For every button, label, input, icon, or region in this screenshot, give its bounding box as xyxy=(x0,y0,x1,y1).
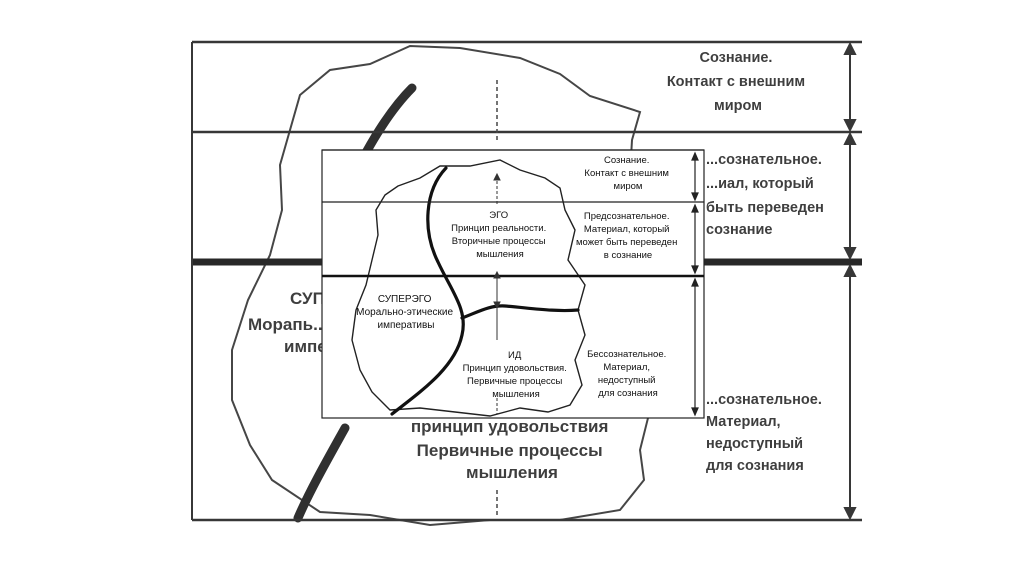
inset-mind-outline xyxy=(351,159,586,417)
inset-conscious-label: Сознание. Контакт с внешним миром xyxy=(584,155,671,192)
inset-ego-curve xyxy=(390,166,465,416)
inset-preconscious-label: Предсознательное. Материал, который може… xyxy=(576,211,680,261)
inset-id-label: ИД Принцип удовольствия. Первичные проце… xyxy=(463,350,570,400)
inset-unconscious-label: Бессознательное. Материал, недоступный д… xyxy=(587,349,669,399)
inset-center-arrow xyxy=(493,172,501,414)
bg-id-label: принцип удовольствия Первичные процессы … xyxy=(411,417,613,482)
bg-preconscious-label: ...сознательное. ...иал, который быть пе… xyxy=(706,152,828,238)
inset-id-curve xyxy=(460,304,580,320)
inset-diagram: Сознание. Контакт с внешним миром Предсо… xyxy=(321,149,705,419)
bg-mind-outline xyxy=(231,44,652,527)
inset-ego-label: ЭГО Принцип реальности. Вторичные процес… xyxy=(451,210,549,260)
bg-level-arrows xyxy=(843,41,857,521)
inset-superego-label: СУПЕРЭГО Морально-этические императивы xyxy=(356,294,456,331)
bg-unconscious-label: ...сознательное. Материал, недоступный д… xyxy=(706,392,826,474)
bg-conscious-label: Сознание. Контакт с внешним миром xyxy=(667,50,809,114)
inset-level-arrows xyxy=(691,151,699,417)
